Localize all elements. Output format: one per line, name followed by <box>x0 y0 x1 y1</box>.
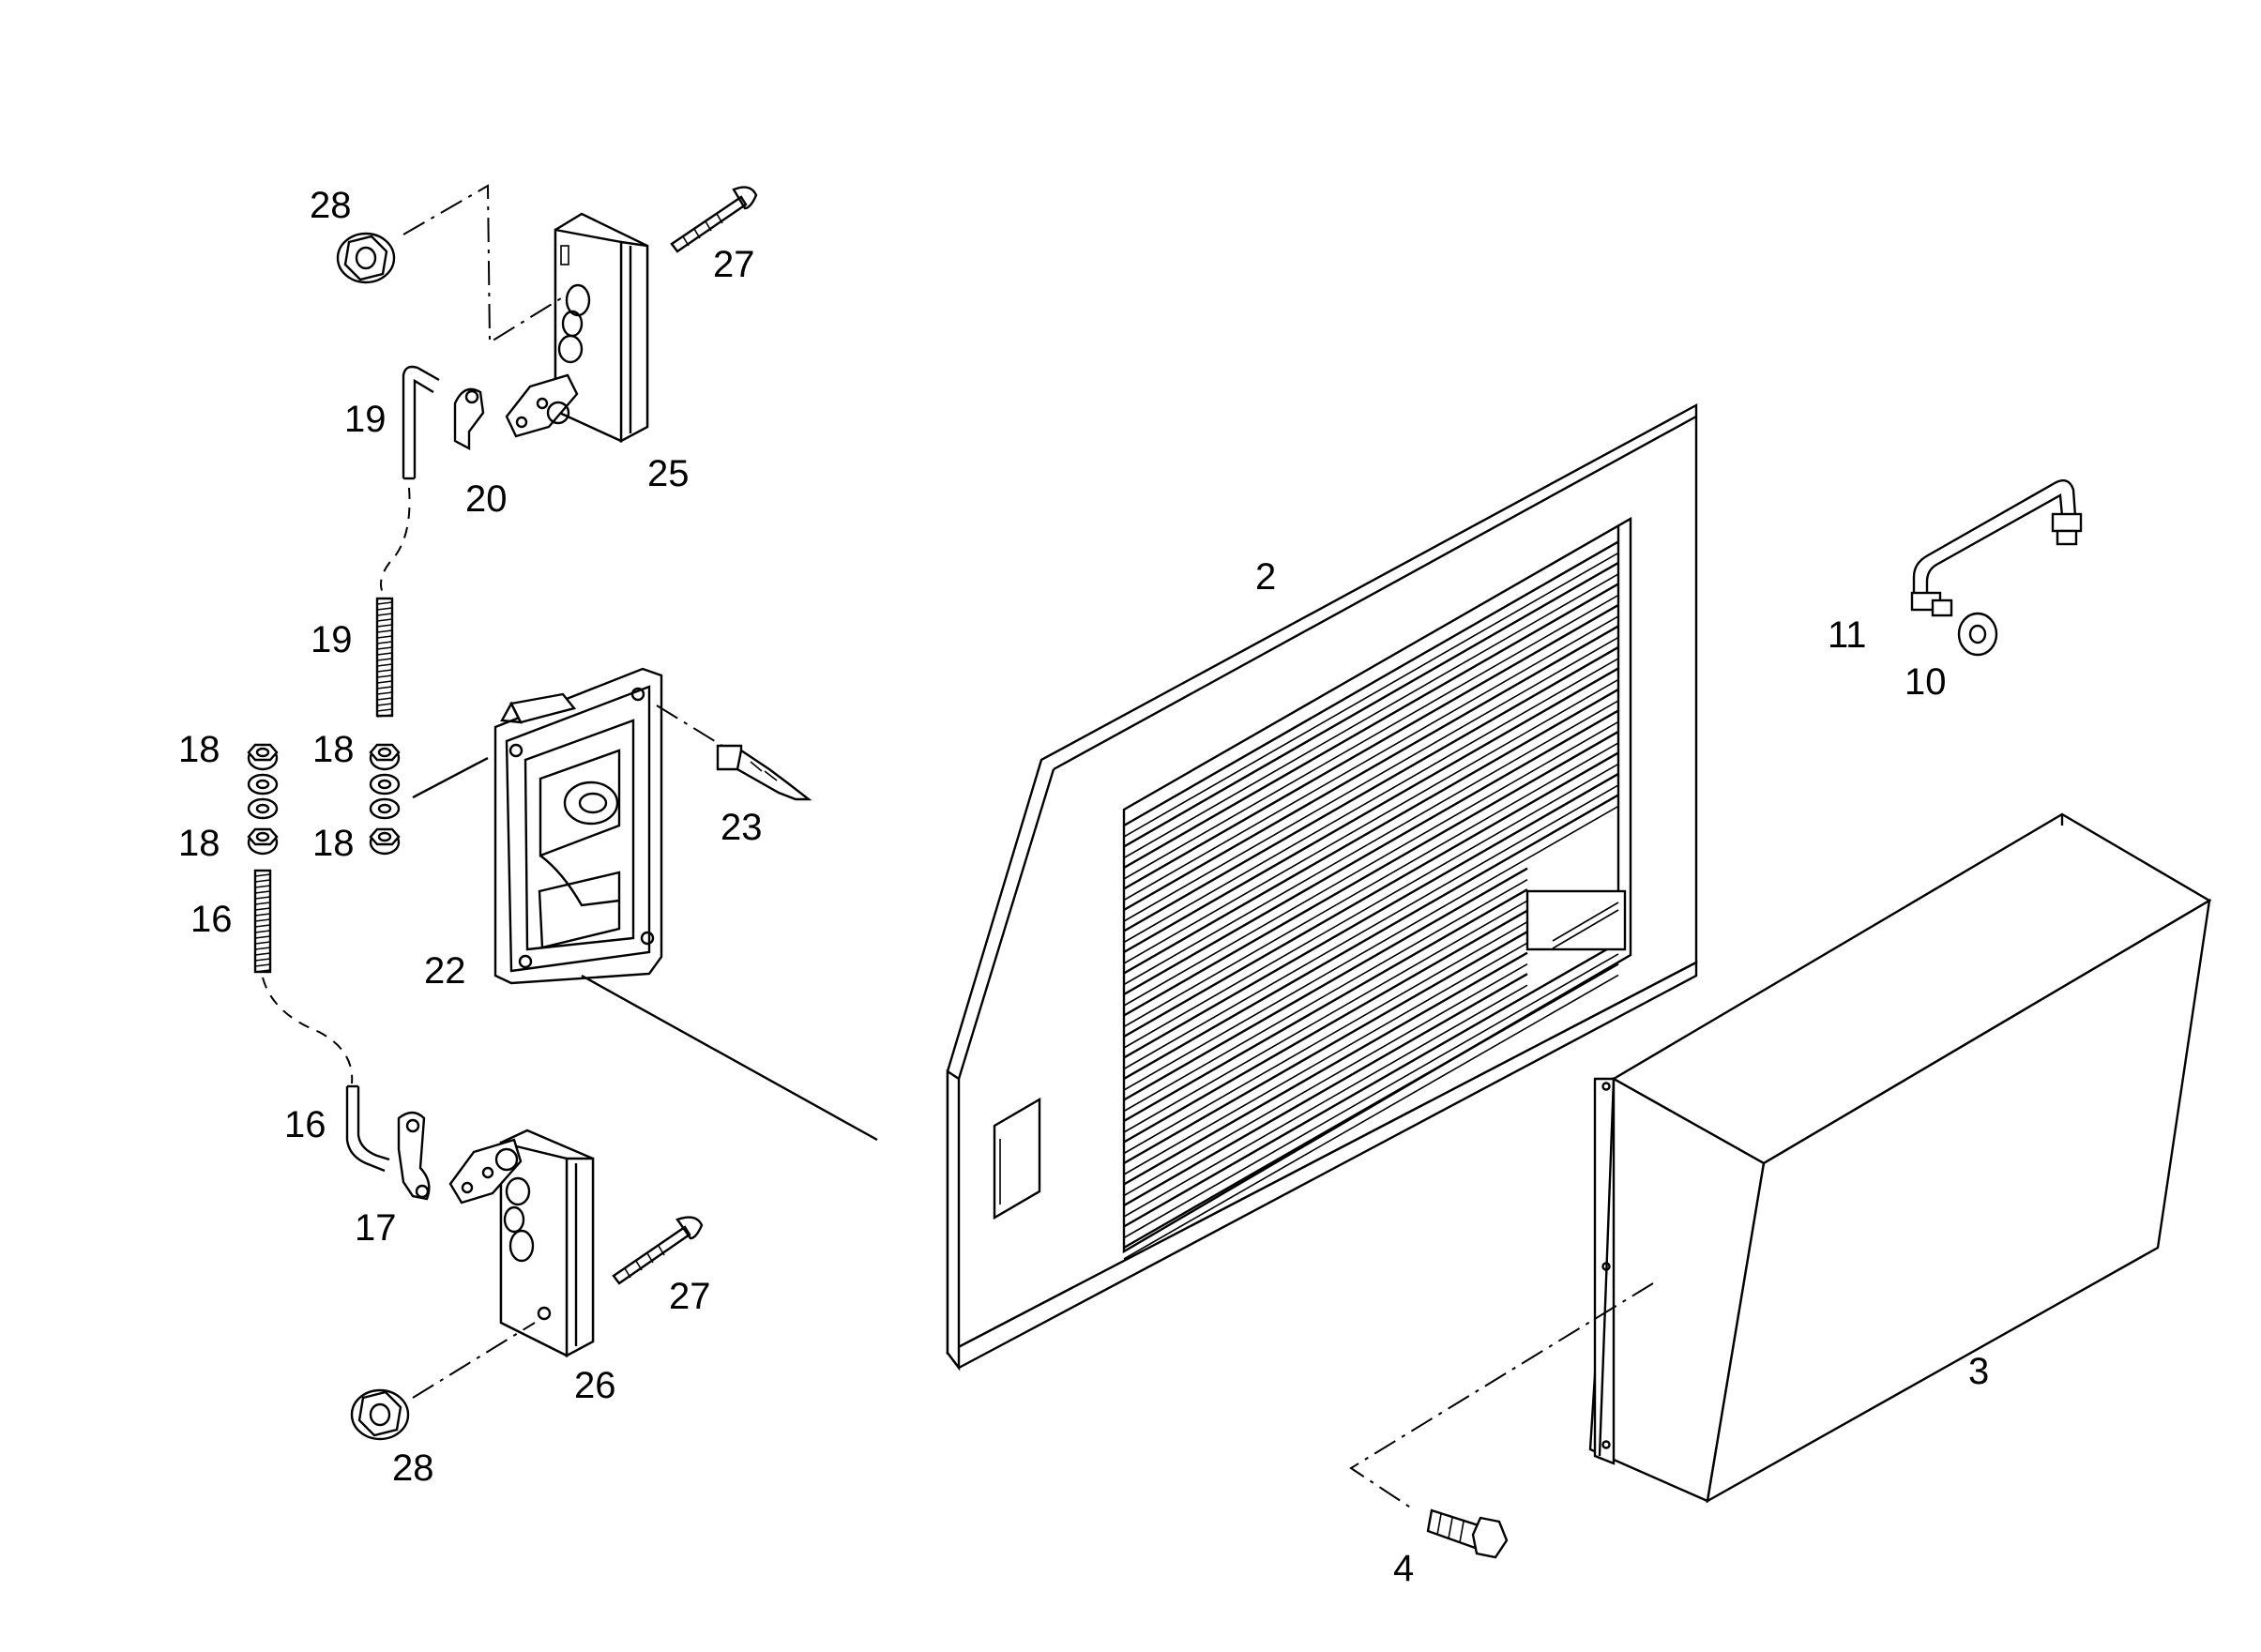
label-part-27-upper: 27 <box>713 244 755 285</box>
latch-body-lower <box>448 1129 595 1358</box>
label-part-18-b: 18 <box>312 729 355 770</box>
label-part-19-lower: 19 <box>311 619 353 660</box>
rod-16-bent <box>345 1084 390 1173</box>
label-part-26: 26 <box>574 1365 616 1406</box>
label-part-22: 22 <box>424 950 466 992</box>
label-part-18-c: 18 <box>178 823 220 864</box>
label-part-16-upper: 16 <box>190 899 233 940</box>
label-part-10: 10 <box>1904 661 1947 703</box>
rod-19-bent <box>402 365 440 480</box>
label-part-28-upper: 28 <box>310 185 352 226</box>
screw-27-lower <box>612 1216 704 1285</box>
latch-body-upper <box>505 212 649 444</box>
label-part-28-lower: 28 <box>392 1447 434 1489</box>
access-cutout <box>993 1097 1041 1220</box>
threaded-rod-16 <box>253 869 272 974</box>
label-part-16-lower: 16 <box>284 1104 326 1145</box>
flange-nut-28-upper <box>336 232 396 284</box>
label-part-19-upper: 19 <box>344 399 387 440</box>
paddle-latch <box>493 667 663 985</box>
label-part-27-lower: 27 <box>669 1276 711 1317</box>
label-part-11: 11 <box>1828 614 1867 656</box>
threaded-rod-19 <box>375 597 394 718</box>
washer-10 <box>1957 612 1998 657</box>
label-part-23: 23 <box>721 807 763 848</box>
nut-washer-stacks <box>247 743 401 856</box>
label-part-3: 3 <box>1968 1351 1989 1392</box>
flange-nut-28-lower <box>350 1388 410 1441</box>
label-part-4: 4 <box>1393 1548 1414 1589</box>
label-part-18-a: 18 <box>178 729 220 770</box>
handle-bar <box>1910 479 2083 617</box>
label-part-18-d: 18 <box>312 823 355 864</box>
clip-20 <box>453 387 485 450</box>
louver-slats <box>1123 525 1620 1260</box>
label-part-2: 2 <box>1255 556 1276 598</box>
label-part-20: 20 <box>465 478 508 520</box>
clip-17 <box>397 1111 431 1201</box>
cover-box <box>1588 812 2212 1504</box>
label-part-25: 25 <box>647 453 690 494</box>
pin-23 <box>716 744 812 801</box>
screw-27-upper <box>670 186 758 253</box>
name-plate <box>1525 889 1627 951</box>
bolt-4 <box>1426 1508 1509 1559</box>
label-part-17: 17 <box>355 1207 397 1249</box>
door-panel <box>946 402 1698 1372</box>
